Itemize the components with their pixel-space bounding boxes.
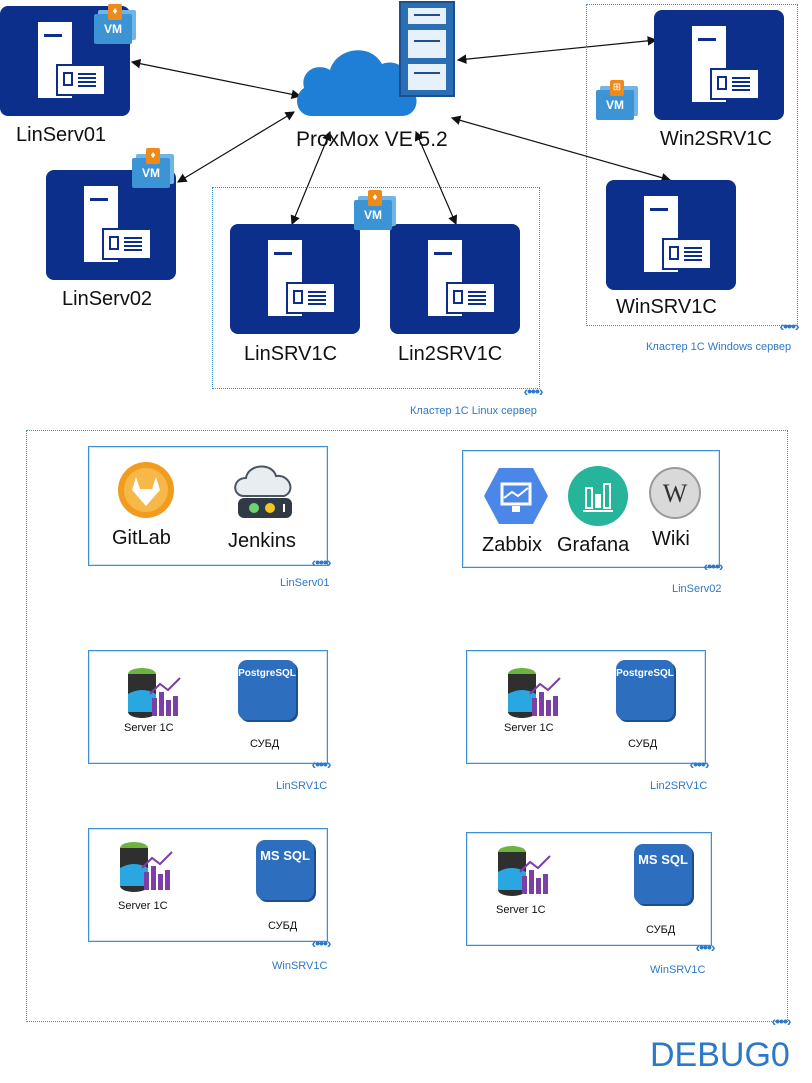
db-role-label: СУБД <box>268 920 298 932</box>
cluster-windows <box>586 4 798 326</box>
node-linserv02[interactable] <box>46 170 176 280</box>
postgresql-icon: PostgreSQL <box>616 660 674 720</box>
node-lin2srv1c[interactable] <box>390 224 520 334</box>
server-1c-label: Server 1C <box>496 904 546 916</box>
mssql-icon: MS SQL <box>256 840 314 900</box>
node-linserv01-label: LinServ01 <box>16 124 107 146</box>
vm-badge-linux-cluster: VM♦ <box>354 190 398 230</box>
vm-badge-windows: VM⊞ <box>596 80 640 120</box>
server-1c-label: Server 1C <box>118 900 168 912</box>
link-linsrv1c <box>290 130 332 226</box>
group-linserv01 <box>88 446 328 566</box>
node-linserv02-label: LinServ02 <box>62 288 153 310</box>
node-win2srv1c-label: Win2SRV1C <box>660 128 772 150</box>
app-label-wiki: Wiki <box>652 528 690 550</box>
group-lin2srv1c-dots-icon: ‹•••› <box>689 756 709 772</box>
group-linsrv1c-caption: LinSRV1C <box>276 780 328 792</box>
group-linsrv1c-dots-icon: ‹•••› <box>311 756 331 772</box>
db-name: MS SQL <box>260 848 310 863</box>
debug-title: DEBUG0 <box>650 1036 790 1074</box>
svg-text:W: W <box>663 479 688 508</box>
cloud-icon <box>297 50 417 116</box>
group-linserv02 <box>462 450 720 568</box>
vm-badge-linserv01: VM♦ <box>94 4 138 44</box>
node-linsrv1c-label: LinSRV1C <box>244 343 338 365</box>
link-win2srv1c <box>456 36 658 64</box>
server-1c-icon <box>120 842 173 892</box>
cluster-linux <box>212 187 540 389</box>
db-role-label: СУБД <box>628 738 658 750</box>
postgresql-icon: PostgreSQL <box>238 660 296 720</box>
jenkins-icon <box>234 465 292 518</box>
db-role-label: СУБД <box>646 924 676 936</box>
cluster-linux-dots-icon: ‹•••› <box>523 383 543 399</box>
node-lin2srv1c-label: Lin2SRV1C <box>398 343 503 365</box>
gitlab-icon <box>118 462 174 518</box>
cluster-linux-caption: Кластер 1С Linux сервер <box>410 405 537 417</box>
debug-container <box>26 430 788 1022</box>
app-label-jenkins: Jenkins <box>228 530 296 552</box>
vm-badge-linserv02: VM♦ <box>132 148 176 188</box>
node-winsrv1c-label: WinSRV1C <box>616 296 717 318</box>
db-role-label: СУБД <box>250 738 280 750</box>
server-1c-icon <box>508 668 561 718</box>
group-winsrv1c-a <box>88 828 328 942</box>
node-winsrv1c[interactable] <box>606 180 736 290</box>
debug-dots-icon: ‹•••› <box>771 1013 791 1029</box>
group-winsrv1c-b-caption: WinSRV1C <box>650 964 706 976</box>
grafana-icon <box>568 466 628 526</box>
hub-label: ProxMox VE 5.2 <box>296 128 448 151</box>
db-name: PostgreSQL <box>616 668 674 679</box>
app-label-grafana: Grafana <box>557 534 630 556</box>
group-lin2srv1c <box>466 650 706 764</box>
server-rack-icon <box>399 1 455 97</box>
mssql-icon: MS SQL <box>634 844 692 904</box>
server-1c-label: Server 1C <box>504 722 554 734</box>
group-winsrv1c-a-caption: WinSRV1C <box>272 960 328 972</box>
group-linserv01-dots-icon: ‹•••› <box>311 554 331 570</box>
group-winsrv1c-b <box>466 832 712 946</box>
db-name: MS SQL <box>638 852 688 867</box>
group-lin2srv1c-caption: Lin2SRV1C <box>650 780 708 792</box>
db-name: PostgreSQL <box>238 668 296 679</box>
group-winsrv1c-b-dots-icon: ‹•••› <box>695 939 715 955</box>
group-linserv02-caption: LinServ02 <box>672 583 722 595</box>
node-win2srv1c[interactable] <box>654 10 784 120</box>
cluster-windows-dots-icon: ‹•••› <box>779 318 799 334</box>
server-1c-icon <box>498 846 551 896</box>
link-linserv01 <box>130 58 302 100</box>
group-winsrv1c-a-dots-icon: ‹•••› <box>311 935 331 951</box>
server-1c-label: Server 1C <box>124 722 174 734</box>
wiki-icon: W <box>649 467 701 519</box>
link-lin2srv1c <box>414 130 458 226</box>
link-winsrv1c <box>450 115 672 183</box>
server-1c-icon <box>128 668 181 718</box>
cluster-windows-caption: Кластер 1С Windows сервер <box>646 341 792 353</box>
app-label-gitlab: GitLab <box>112 527 171 549</box>
group-linserv02-dots-icon: ‹•••› <box>703 558 723 574</box>
group-linsrv1c <box>88 650 328 764</box>
group-linserv01-caption: LinServ01 <box>280 577 330 589</box>
node-linsrv1c[interactable] <box>230 224 360 334</box>
link-linserv02 <box>176 111 296 183</box>
app-label-zabbix: Zabbix <box>482 534 543 556</box>
zabbix-icon <box>484 468 548 524</box>
